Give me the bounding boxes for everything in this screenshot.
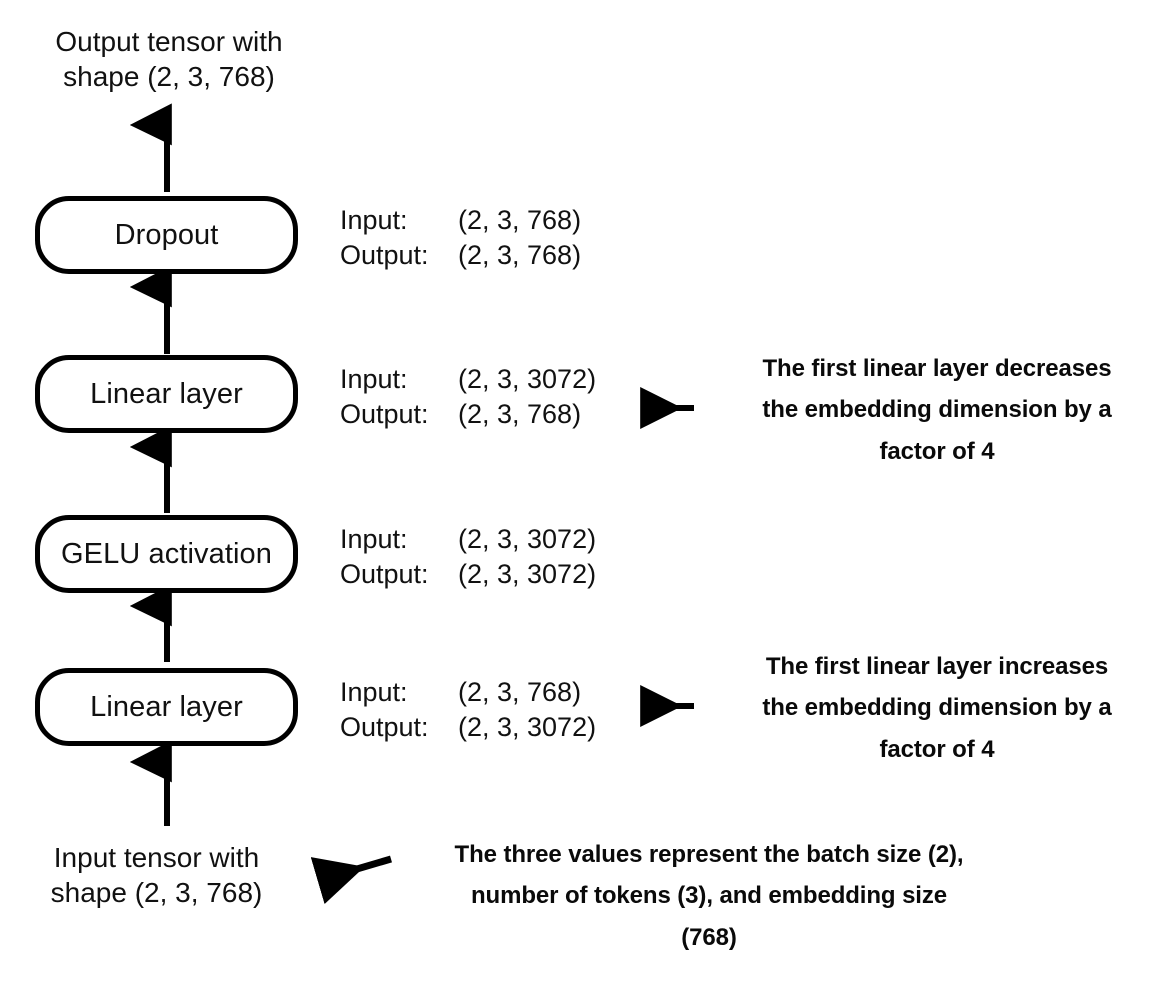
io-input-value: (2, 3, 3072) (458, 364, 597, 394)
annotation-increase-note: The first linear layer increases the emb… (762, 653, 1112, 763)
io-output-row-gelu: Output: (2, 3, 3072) (340, 557, 596, 592)
io-input-value: (2, 3, 3072) (458, 524, 597, 554)
node-linear-layer-2[interactable]: Linear layer (35, 355, 298, 433)
io-shapes-gelu-activation: Input: (2, 3, 3072) Output: (2, 3, 3072) (340, 522, 596, 591)
io-output-label: Output: (340, 239, 429, 270)
io-shapes-linear-layer-2: Input: (2, 3, 3072) Output: (2, 3, 768) (340, 362, 596, 431)
io-output-label: Output: (340, 398, 429, 429)
io-input-row-linear-2: Input: (2, 3, 3072) (340, 362, 596, 397)
io-output-row-dropout: Output: (2, 3, 768) (340, 238, 581, 273)
io-input-label: Input: (340, 205, 408, 235)
node-linear-layer-1-label: Linear layer (90, 690, 243, 723)
io-input-value: (2, 3, 768) (458, 205, 582, 235)
io-output-value: (2, 3, 3072) (458, 711, 597, 742)
io-input-row-linear-1: Input: (2, 3, 768) (340, 675, 596, 710)
node-linear-layer-2-label: Linear layer (90, 377, 243, 410)
annotation-decrease-note: The first linear layer decreases the emb… (762, 355, 1112, 465)
io-output-label: Output: (340, 558, 429, 589)
arrow-shape-note-pointer (310, 855, 392, 905)
io-shapes-linear-layer-1: Input: (2, 3, 768) Output: (2, 3, 3072) (340, 675, 596, 744)
io-input-value: (2, 3, 768) (458, 677, 582, 707)
io-input-row-dropout: Input: (2, 3, 768) (340, 203, 581, 238)
io-input-row-gelu: Input: (2, 3, 3072) (340, 522, 596, 557)
input-tensor-caption: Input tensor with shape (2, 3, 768) (50, 842, 263, 909)
node-gelu-activation[interactable]: GELU activation (35, 515, 298, 593)
io-input-label: Input: (340, 524, 408, 554)
output-tensor-caption: Output tensor with shape (2, 3, 768) (55, 26, 283, 93)
io-input-label: Input: (340, 364, 408, 394)
io-output-row-linear-2: Output: (2, 3, 768) (340, 397, 596, 432)
node-dropout-label: Dropout (114, 218, 219, 251)
io-output-value: (2, 3, 768) (458, 239, 582, 270)
io-output-value: (2, 3, 3072) (458, 558, 597, 589)
node-linear-layer-1[interactable]: Linear layer (35, 668, 298, 746)
node-dropout[interactable]: Dropout (35, 196, 298, 274)
io-output-label: Output: (340, 711, 429, 742)
io-output-row-linear-1: Output: (2, 3, 3072) (340, 710, 596, 745)
io-input-label: Input: (340, 677, 408, 707)
node-gelu-activation-label: GELU activation (60, 537, 273, 570)
annotation-shape-note: The three values represent the batch siz… (454, 841, 964, 951)
io-shapes-dropout: Input: (2, 3, 768) Output: (2, 3, 768) (340, 203, 581, 272)
io-output-value: (2, 3, 768) (458, 398, 582, 429)
